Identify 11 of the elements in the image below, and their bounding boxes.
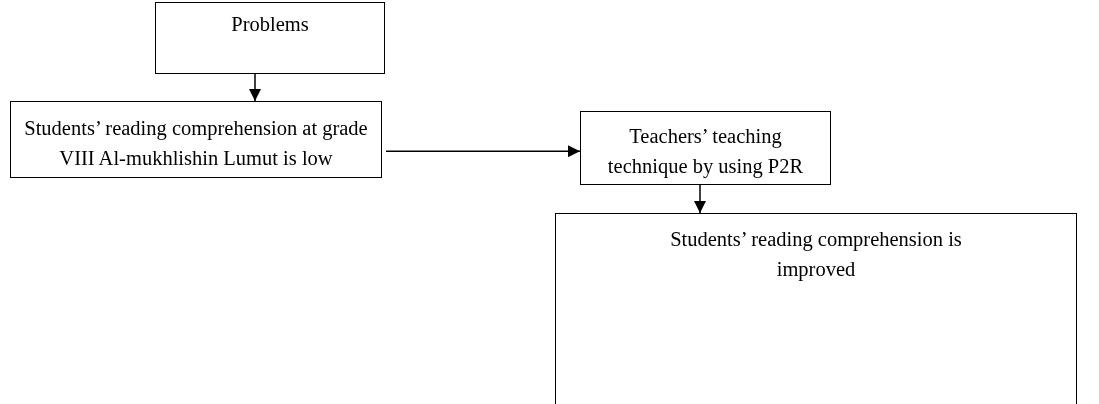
arrow: [694, 184, 706, 214]
process-box: [155, 2, 385, 74]
process-box: [10, 101, 382, 178]
process-box: [580, 111, 831, 185]
box-label: Problems: [231, 12, 309, 37]
arrow: [385, 145, 581, 158]
process-box: [555, 213, 1077, 404]
box-label: Students’ reading comprehension is improved: [669, 227, 963, 283]
box-label: Teachers’ teaching technique by using P2R: [606, 124, 805, 180]
box-label: Students’ reading comprehension at grade VIII Al-mukhlishin Lumut is low: [23, 115, 369, 171]
arrow: [249, 73, 261, 102]
